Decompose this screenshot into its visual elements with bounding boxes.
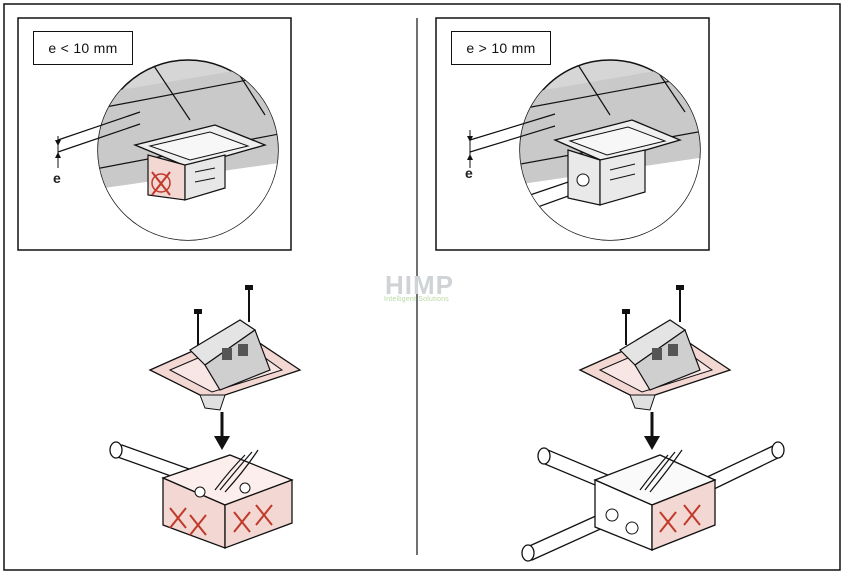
left-gap-arrow-top: [55, 140, 61, 146]
left-junction-box: [161, 449, 294, 549]
right-screw-2: [676, 285, 684, 322]
right-ceiling-edge: [469, 113, 556, 141]
watermark-brand: HIMP: [385, 270, 454, 300]
left-insert-arrow: [214, 412, 230, 450]
right-gap-label: e: [465, 165, 473, 181]
left-ceiling-edge: [57, 111, 141, 141]
left-detail-panel: [17, 17, 292, 251]
right-condition-label: e > 10 mm: [451, 31, 551, 65]
right-conduit-pipes: [521, 441, 785, 562]
left-screw-1: [194, 309, 202, 345]
right-knockout-crosses: [659, 504, 701, 533]
left-gap-arrow-bottom: [55, 152, 61, 158]
right-screw-1: [622, 309, 630, 345]
left-screw-2: [245, 285, 253, 322]
outer-frame: [3, 3, 841, 571]
right-assembly: [521, 285, 785, 562]
right-socket-module: [578, 319, 732, 411]
right-junction-box: [593, 449, 717, 551]
watermark-tagline: Intelligent Solutions: [384, 296, 449, 303]
left-cross-mark: [151, 171, 171, 196]
right-flush-box: [553, 119, 682, 206]
left-assembly: [109, 285, 302, 549]
right-detail-panel: [435, 17, 710, 251]
left-knockout-crosses: [169, 504, 273, 536]
left-ceiling-edge-lower: [57, 123, 141, 153]
right-ceiling-edge-lower: [469, 125, 556, 153]
left-condition-label: e < 10 mm: [33, 31, 133, 65]
right-insert-arrow: [644, 412, 660, 450]
right-gap-arrow-top: [467, 136, 473, 142]
right-gap-arrow-bottom: [467, 154, 473, 160]
left-socket-module: [148, 319, 302, 411]
left-gap-label: e: [53, 170, 61, 186]
